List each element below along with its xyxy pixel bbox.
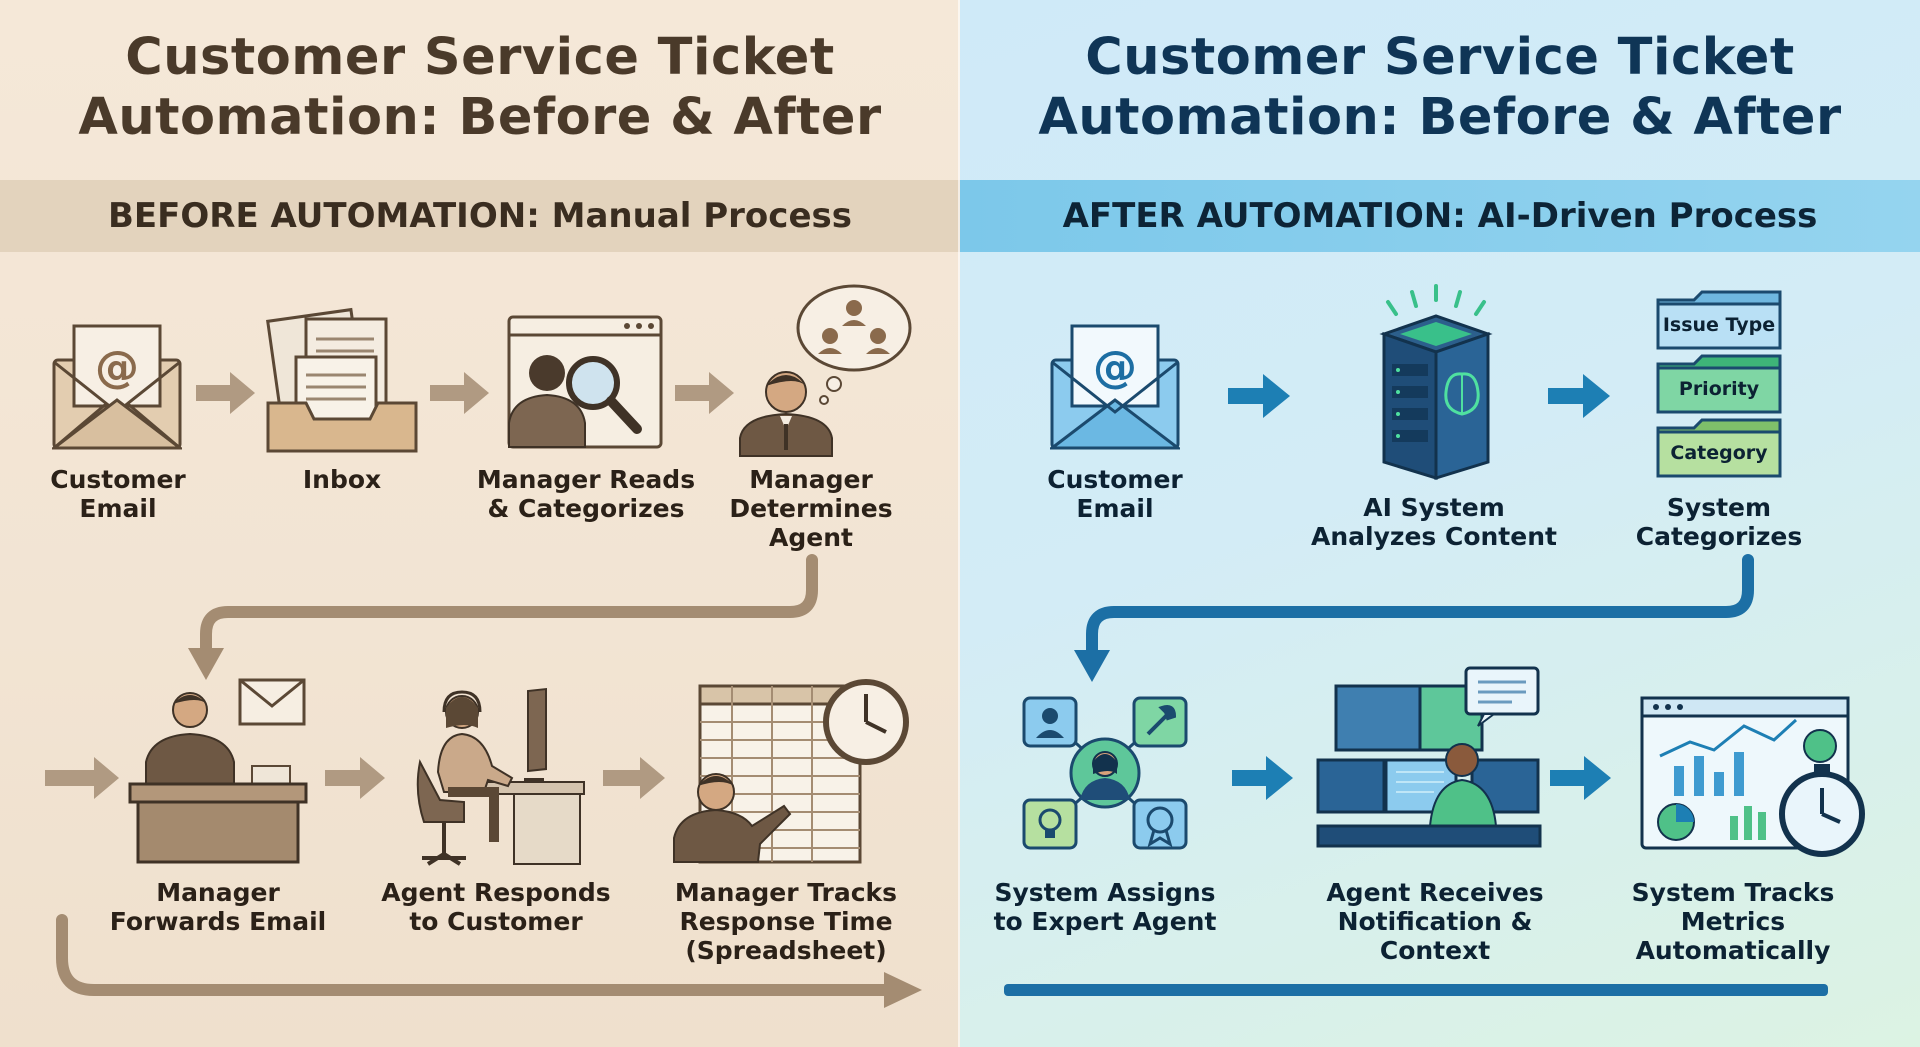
before-step-2-label: Inbox	[302, 465, 382, 494]
return-path-top	[200, 554, 818, 658]
return-path-top-head	[1074, 650, 1110, 682]
arrow-4	[45, 757, 119, 799]
after-flow-arrows	[1004, 374, 1828, 996]
folders-icon: Issue Type Priority Category	[1654, 290, 1784, 480]
folder-category	[1656, 418, 1782, 478]
after-title-line2: Automation: Before & After	[1038, 88, 1842, 147]
magnifier-icon	[507, 315, 663, 449]
after-panel: Customer Service Ticket Automation: Befo…	[960, 0, 1920, 1047]
envelope-icon: @	[1050, 324, 1180, 450]
return-path-bottom	[56, 914, 896, 996]
before-title: Customer Service Ticket Automation: Befo…	[0, 28, 960, 148]
folder-issue-type-label: Issue Type	[1662, 314, 1776, 336]
folder-priority-label: Priority	[1678, 378, 1760, 400]
arrow-1	[1228, 374, 1290, 418]
inbox-tray-icon	[266, 307, 418, 453]
return-path-top-head	[188, 648, 224, 680]
arrow-5	[325, 757, 385, 799]
after-title-line1: Customer Service Ticket	[1085, 28, 1795, 87]
folder-category-label: Category	[1670, 442, 1768, 464]
arrow-4	[1550, 756, 1611, 800]
before-title-line1: Customer Service Ticket	[125, 28, 835, 87]
bottom-progress-bar	[1004, 984, 1828, 996]
folder-issue-type	[1656, 290, 1782, 350]
expert-network-icon	[1022, 696, 1188, 850]
spreadsheet-clock-icon	[673, 679, 909, 864]
agent-headset-icon	[416, 687, 585, 866]
before-panel: Customer Service Ticket Automation: Befo…	[0, 0, 960, 1047]
svg-text:@: @	[1093, 342, 1137, 393]
return-path-top	[1086, 554, 1754, 660]
thought-bubble-icon	[739, 284, 912, 457]
folder-priority	[1656, 354, 1782, 414]
before-flow-arrows	[45, 372, 922, 1008]
arrow-2	[1548, 374, 1610, 418]
arrow-6	[603, 757, 665, 799]
svg-text:@: @	[95, 342, 139, 393]
envelope-icon: @	[52, 324, 182, 450]
arrow-2	[430, 372, 489, 414]
arrow-3	[1232, 756, 1293, 800]
after-banner: AFTER AUTOMATION: AI-Driven Process	[960, 180, 1920, 252]
after-title: Customer Service Ticket Automation: Befo…	[960, 28, 1920, 148]
dashboard-stopwatch-icon	[1640, 696, 1865, 857]
before-step-3-label: Manager Reads& Categorizes	[476, 465, 696, 523]
multi-monitor-icon	[1316, 666, 1542, 848]
return-path-bottom-head	[884, 972, 922, 1008]
desk-manager-icon	[128, 678, 308, 864]
ai-server-icon	[1379, 284, 1493, 481]
arrow-1	[196, 372, 255, 414]
before-title-line2: Automation: Before & After	[78, 88, 882, 147]
before-banner: BEFORE AUTOMATION: Manual Process	[0, 180, 960, 252]
arrow-3	[675, 372, 734, 414]
